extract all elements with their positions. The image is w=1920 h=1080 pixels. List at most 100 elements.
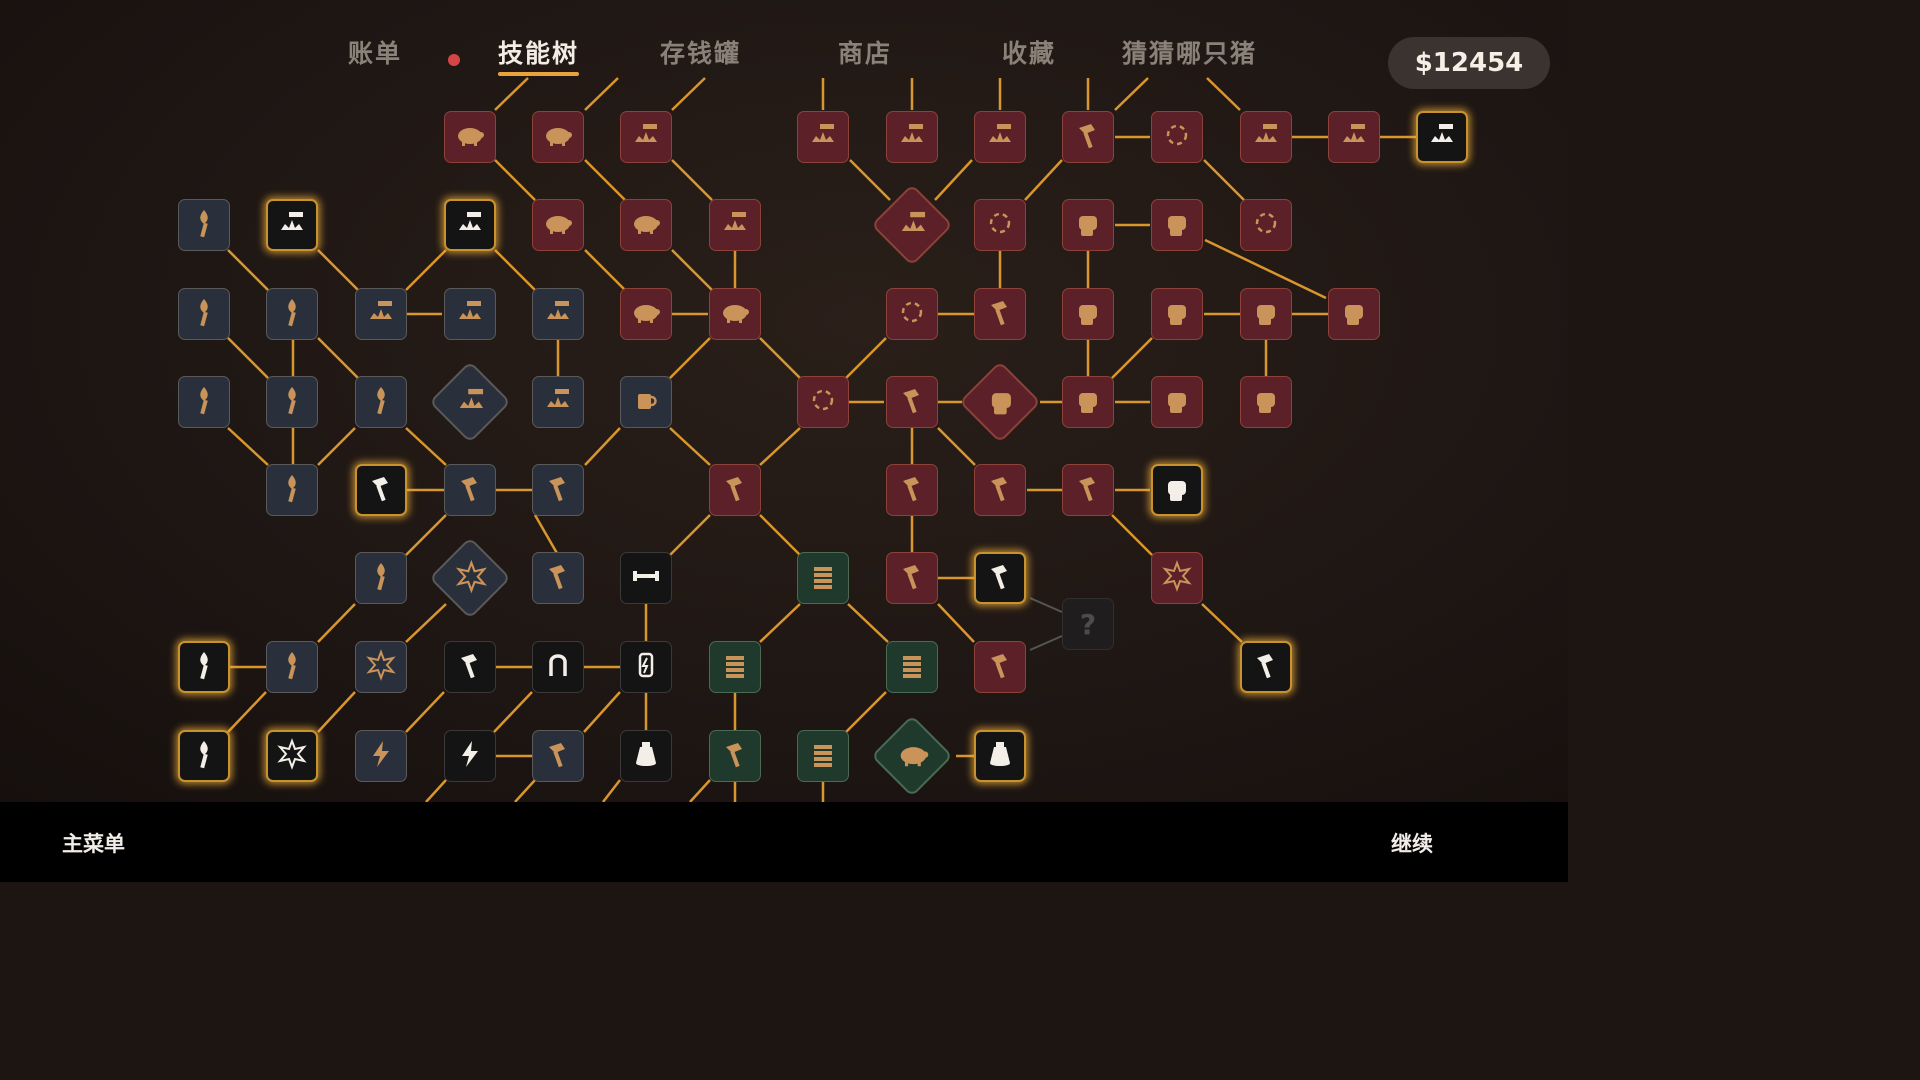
skill-node-bolt[interactable] [444, 730, 496, 782]
skill-node-hammer[interactable] [532, 730, 584, 782]
skill-node-hammer[interactable] [974, 552, 1026, 604]
skill-diamond-burst[interactable] [428, 536, 512, 620]
skill-node-torch[interactable] [178, 199, 230, 251]
fist-icon [1337, 295, 1371, 333]
skill-diamond-smash[interactable] [870, 183, 954, 267]
skill-node-target[interactable] [1240, 199, 1292, 251]
skill-node-torch[interactable] [266, 376, 318, 428]
skill-node-torch[interactable] [355, 552, 407, 604]
torch-hammer-icon [187, 737, 221, 775]
skill-node-moneybag[interactable] [974, 730, 1026, 782]
skill-node-fist[interactable] [1151, 376, 1203, 428]
locked-skill-node[interactable]: ? [1062, 598, 1114, 650]
skill-node-hammer[interactable] [974, 464, 1026, 516]
tab-collection[interactable]: 收藏 [1002, 39, 1057, 68]
skill-node-smash[interactable] [444, 199, 496, 251]
tab-skill-tree[interactable]: 技能树 [498, 34, 580, 76]
skill-node-fist[interactable] [1151, 464, 1203, 516]
skill-node-pig[interactable] [709, 288, 761, 340]
skill-node-dumbbell[interactable] [620, 552, 672, 604]
skill-node-hammer[interactable] [886, 464, 938, 516]
skill-node-hammer[interactable] [709, 730, 761, 782]
skill-node-hammer[interactable] [444, 464, 496, 516]
skill-node-smash[interactable] [266, 199, 318, 251]
skill-node-smash[interactable] [532, 376, 584, 428]
skill-node-smash[interactable] [1328, 111, 1380, 163]
tab-shop[interactable]: 商店 [838, 39, 893, 68]
skill-node-coins[interactable] [797, 552, 849, 604]
skill-node-hammer[interactable] [1062, 111, 1114, 163]
skill-node-hammer[interactable] [886, 376, 938, 428]
skill-node-fist[interactable] [1240, 376, 1292, 428]
skill-node-smash[interactable] [355, 288, 407, 340]
skill-node-target[interactable] [974, 199, 1026, 251]
skill-node-torch[interactable] [178, 730, 230, 782]
skill-node-hammer[interactable] [1240, 641, 1292, 693]
connection-line [845, 691, 887, 733]
skill-node-torch[interactable] [178, 641, 230, 693]
continue-button[interactable]: 继续 [1391, 832, 1433, 856]
skill-node-smash[interactable] [886, 111, 938, 163]
skill-node-pig[interactable] [620, 199, 672, 251]
skill-node-coins[interactable] [709, 641, 761, 693]
skill-node-pig[interactable] [532, 199, 584, 251]
top-tabs: 账单 技能树 存钱罐 商店 收藏 猜猜哪只猪 [0, 28, 1568, 78]
skill-node-fist[interactable] [1062, 199, 1114, 251]
skill-node-hammer[interactable] [1062, 464, 1114, 516]
skill-node-target[interactable] [886, 288, 938, 340]
skill-node-smash[interactable] [1416, 111, 1468, 163]
skill-node-burst[interactable] [355, 641, 407, 693]
skill-node-pig[interactable] [620, 288, 672, 340]
skill-diamond-fist[interactable] [958, 360, 1042, 444]
skill-node-bolt[interactable] [355, 730, 407, 782]
tab-guess-pig[interactable]: 猜猜哪只猪 [1122, 39, 1258, 68]
skill-node-fist[interactable] [1151, 288, 1203, 340]
skill-node-hammer[interactable] [532, 464, 584, 516]
tab-bills[interactable]: 账单 [348, 39, 403, 68]
skill-node-target[interactable] [1151, 111, 1203, 163]
skill-node-torch[interactable] [178, 376, 230, 428]
connection-line [937, 603, 975, 643]
skill-node-pig[interactable] [532, 111, 584, 163]
skill-node-torch[interactable] [266, 288, 318, 340]
skill-node-smash[interactable] [532, 288, 584, 340]
skill-node-moneybag[interactable] [620, 730, 672, 782]
skill-node-torch[interactable] [355, 376, 407, 428]
skill-node-fist[interactable] [1062, 376, 1114, 428]
skill-node-smash[interactable] [444, 288, 496, 340]
skill-node-hammer[interactable] [355, 464, 407, 516]
skill-node-torch[interactable] [266, 641, 318, 693]
skill-node-hammer[interactable] [974, 641, 1026, 693]
skill-node-smash[interactable] [709, 199, 761, 251]
skill-node-fist[interactable] [1062, 288, 1114, 340]
skill-node-smash[interactable] [620, 111, 672, 163]
skill-node-grip[interactable] [532, 641, 584, 693]
skill-diamond-smash[interactable] [428, 360, 512, 444]
skill-node-torch[interactable] [266, 464, 318, 516]
skill-node-hammer[interactable] [444, 641, 496, 693]
skill-node-fist[interactable] [1328, 288, 1380, 340]
main-menu-button[interactable]: 主菜单 [62, 832, 125, 856]
skill-node-torch[interactable] [178, 288, 230, 340]
skill-node-coins[interactable] [886, 641, 938, 693]
skill-node-drink[interactable] [620, 641, 672, 693]
skill-node-smash[interactable] [974, 111, 1026, 163]
skill-node-pig[interactable] [444, 111, 496, 163]
skill-node-burst[interactable] [1151, 552, 1203, 604]
skill-node-hammer[interactable] [886, 552, 938, 604]
ground-smash-icon [1425, 118, 1459, 156]
skill-node-fist[interactable] [1151, 199, 1203, 251]
skill-node-hammer[interactable] [974, 288, 1026, 340]
skill-node-target[interactable] [797, 376, 849, 428]
skill-node-cup[interactable] [620, 376, 672, 428]
skill-node-hammer[interactable] [532, 552, 584, 604]
skill-node-burst[interactable] [266, 730, 318, 782]
skill-diamond-pig[interactable] [870, 714, 954, 798]
connection-line [937, 427, 976, 466]
skill-node-smash[interactable] [797, 111, 849, 163]
skill-node-fist[interactable] [1240, 288, 1292, 340]
skill-node-coins[interactable] [797, 730, 849, 782]
skill-node-hammer[interactable] [709, 464, 761, 516]
tab-piggy-bank[interactable]: 存钱罐 [660, 39, 742, 68]
skill-node-smash[interactable] [1240, 111, 1292, 163]
